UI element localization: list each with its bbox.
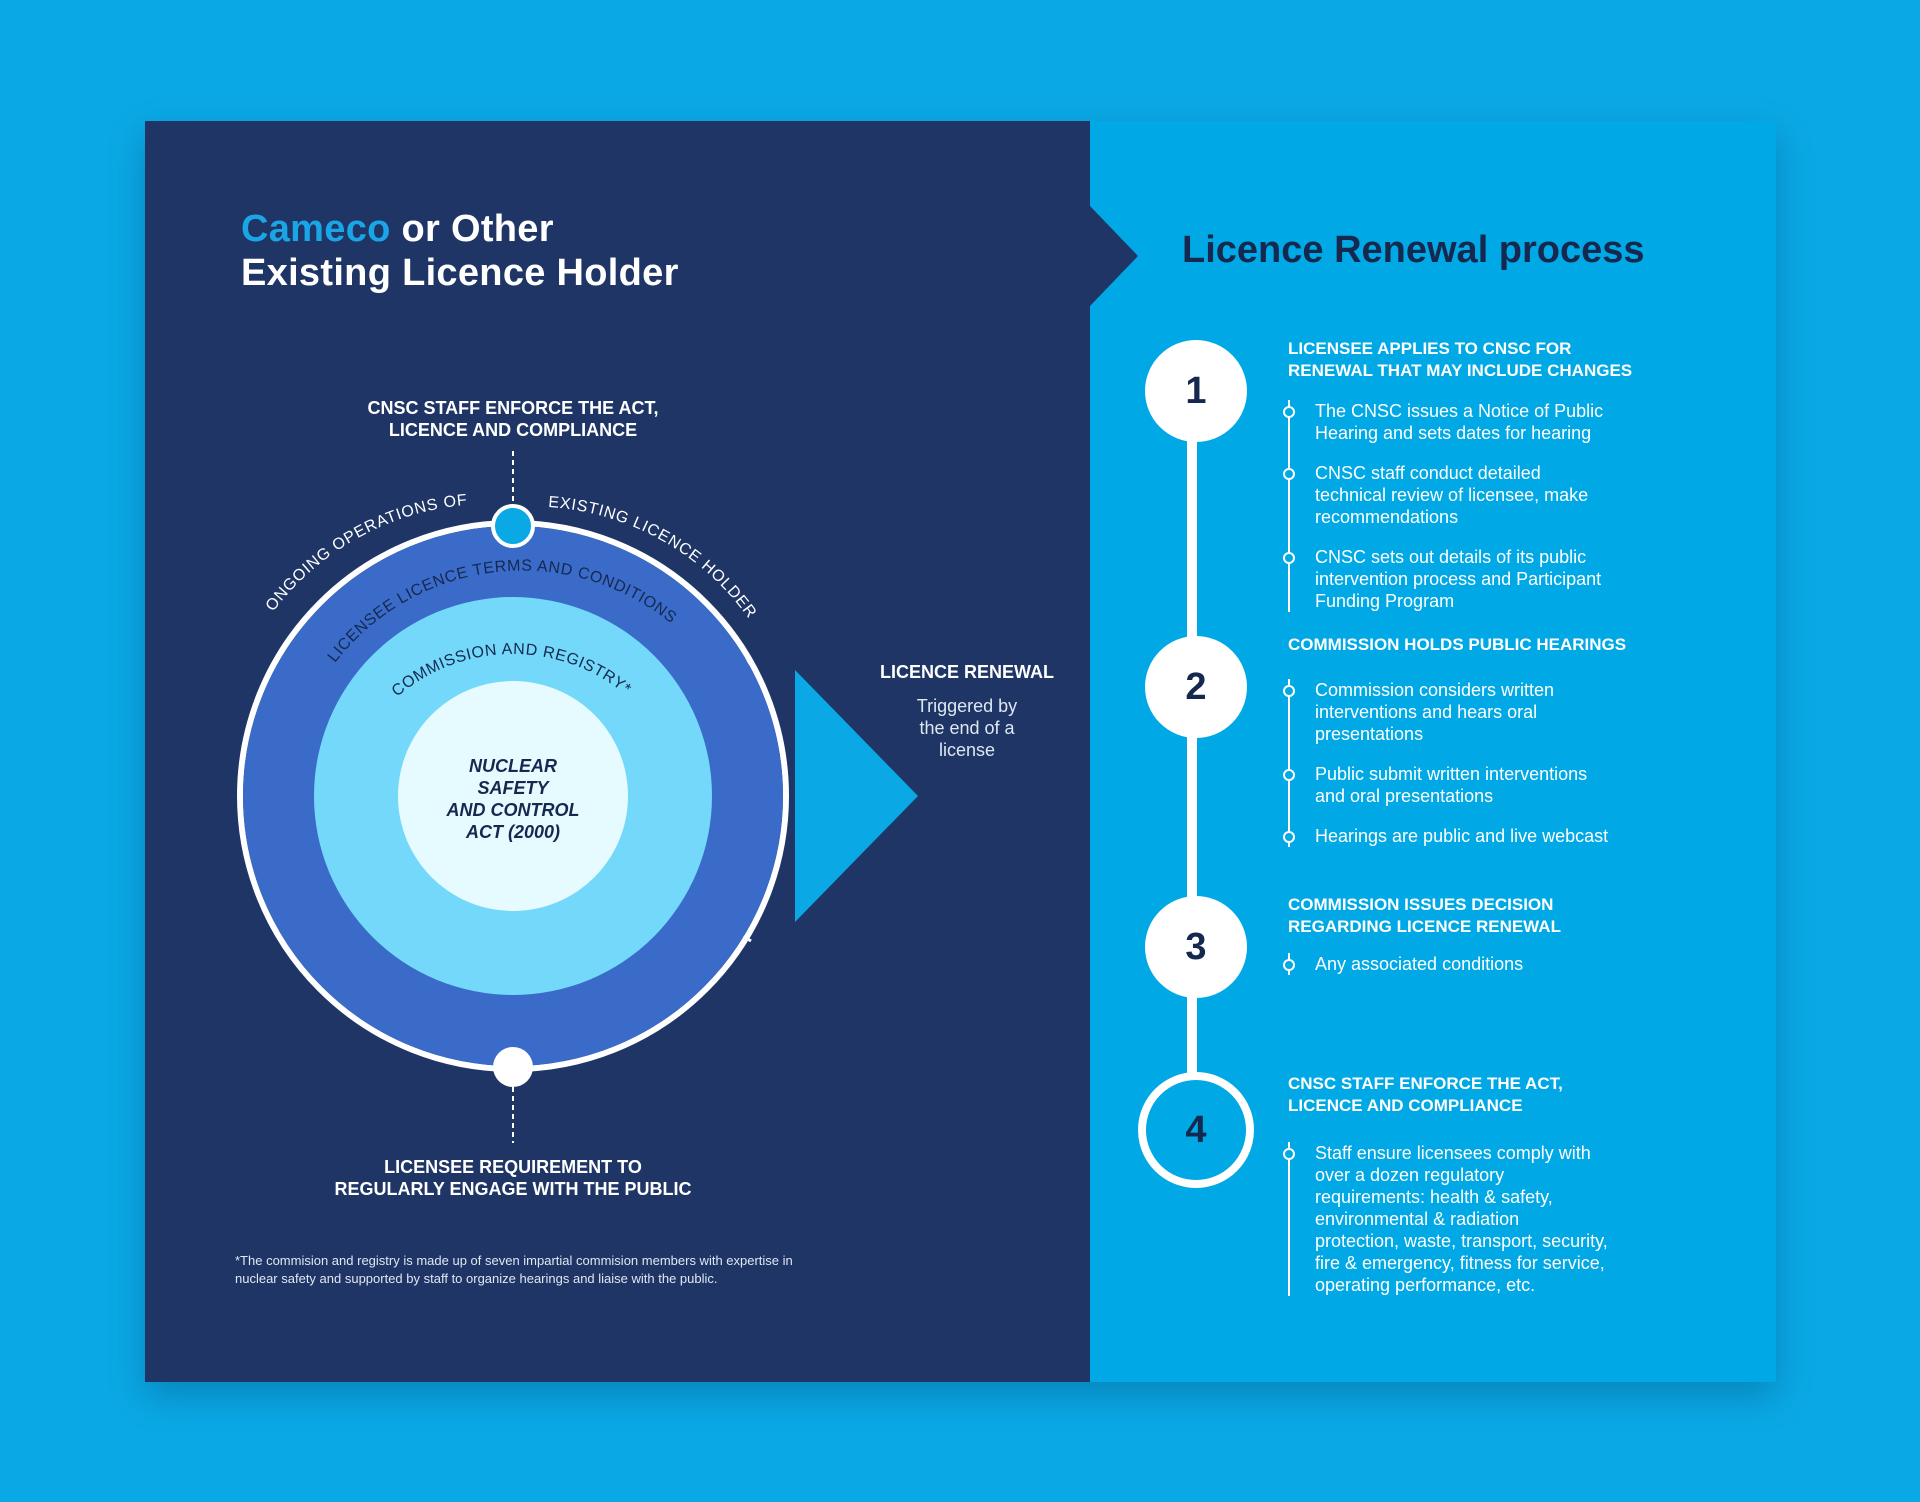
step-1-heading-line-1: LICENSEE APPLIES TO CNSC FOR — [1288, 339, 1572, 358]
step-4-heading-line-1: CNSC STAFF ENFORCE THE ACT, — [1288, 1074, 1563, 1093]
commission-footnote: *The commision and registry is made up o… — [235, 1253, 793, 1286]
title-line-2: Existing Licence Holder — [241, 252, 679, 294]
bullet-line: Hearings are public and live webcast — [1315, 826, 1609, 846]
step-2-heading: COMMISSION HOLDS PUBLIC HEARINGS — [1288, 634, 1718, 656]
title-rest: or Other — [390, 208, 554, 250]
bullet-line: over a dozen regulatory — [1315, 1165, 1505, 1185]
step-1-heading-line-2: RENEWAL THAT MAY INCLUDE CHANGES — [1288, 361, 1633, 380]
bullet-line: environmental & radiation — [1315, 1209, 1520, 1229]
bullet-line: fire & emergency, fitness for service, — [1315, 1253, 1605, 1273]
bullet-line: technical review of licensee, make — [1315, 485, 1589, 505]
bullet-line: Hearing and sets dates for hearing — [1315, 423, 1592, 443]
bullet-line: CNSC sets out details of its public — [1315, 547, 1587, 567]
bullet-line: presentations — [1315, 724, 1424, 744]
top-label-line-2: LICENCE AND COMPLIANCE — [389, 420, 637, 440]
renewal-label-line-3: license — [939, 740, 995, 760]
bullet-line: Public submit written interventions — [1315, 764, 1588, 784]
bullet-line: operating performance, etc. — [1315, 1275, 1536, 1295]
step-4-bullets: Staff ensure licensees comply with over … — [1283, 1142, 1680, 1296]
bullet-line: interventions and hears oral — [1315, 702, 1538, 722]
step-4-heading: CNSC STAFF ENFORCE THE ACT, LICENCE AND … — [1288, 1073, 1718, 1117]
bullet-line: recommendations — [1315, 507, 1459, 527]
list-item: Any associated conditions — [1283, 953, 1680, 975]
step-2-heading-line-1: COMMISSION HOLDS PUBLIC HEARINGS — [1288, 635, 1627, 654]
renewal-label-title: LICENCE RENEWAL — [880, 662, 1054, 682]
bottom-label-line-1: LICENSEE REQUIREMENT TO — [384, 1157, 642, 1177]
licence-cycle-diagram: ONGOING OPERATIONS OF EXISTING LICENCE H… — [237, 398, 1054, 1199]
bottom-ring-node — [493, 1047, 533, 1087]
step-3-circle: 3 — [1145, 896, 1247, 998]
bullet-line: CNSC staff conduct detailed — [1315, 463, 1541, 483]
bullet-line: protection, waste, transport, security, — [1315, 1231, 1608, 1251]
top-label-line-1: CNSC STAFF ENFORCE THE ACT, — [368, 398, 659, 418]
infographic-card: Cameco or Other Existing Licence Holder … — [145, 121, 1776, 1382]
renewal-label-line-2: the end of a — [919, 718, 1015, 738]
bullet-line: Staff ensure licensees comply with — [1315, 1143, 1591, 1163]
core-label-line-3: AND CONTROL — [446, 800, 580, 820]
bullet-line: intervention process and Participant — [1315, 569, 1602, 589]
step-3-heading-line-2: REGARDING LICENCE RENEWAL — [1288, 917, 1561, 936]
step-4-heading-line-2: LICENCE AND COMPLIANCE — [1288, 1096, 1523, 1115]
step-2-circle: 2 — [1145, 636, 1247, 738]
step-3-heading-line-1: COMMISSION ISSUES DECISION — [1288, 895, 1554, 914]
step-4-circle: 4 — [1138, 1072, 1254, 1188]
list-item: Hearings are public and live webcast — [1283, 825, 1680, 847]
step-3-heading: COMMISSION ISSUES DECISION REGARDING LIC… — [1288, 894, 1718, 938]
top-ring-node — [491, 504, 535, 548]
bullet-line: Commission considers written — [1315, 680, 1555, 700]
title-accent-word: Cameco — [241, 208, 391, 250]
bullet-line: requirements: health & safety, — [1315, 1187, 1553, 1207]
nuclear-act-core — [398, 681, 628, 911]
timeline-line — [1187, 437, 1197, 1105]
step-1-heading: LICENSEE APPLIES TO CNSC FOR RENEWAL THA… — [1288, 338, 1718, 382]
renewal-label-line-1: Triggered by — [917, 696, 1017, 716]
bullet-line: The CNSC issues a Notice of Public — [1315, 401, 1604, 421]
bullet-line: Funding Program — [1315, 591, 1455, 611]
bullet-line: Any associated conditions — [1315, 954, 1524, 974]
core-label-line-2: SAFETY — [477, 778, 550, 798]
list-item: Staff ensure licensees comply with over … — [1283, 1142, 1680, 1296]
core-label-line-1: NUCLEAR — [469, 756, 557, 776]
right-title: Licence Renewal process — [1182, 229, 1645, 271]
bullet-line: and oral presentations — [1315, 786, 1494, 806]
panel-notch-arrow — [1090, 206, 1138, 306]
step-1-circle: 1 — [1145, 340, 1247, 442]
bottom-label-line-2: REGULARLY ENGAGE WITH THE PUBLIC — [334, 1179, 691, 1199]
renewal-arrow — [795, 670, 918, 922]
left-title: Cameco or Other Existing Licence Holder — [241, 207, 679, 295]
step-3-bullets: Any associated conditions — [1283, 953, 1680, 975]
core-label-line-4: ACT (2000) — [465, 822, 560, 842]
